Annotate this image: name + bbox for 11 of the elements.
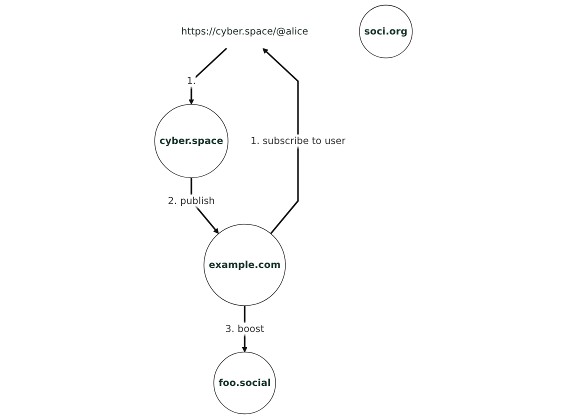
arrow [188, 48, 228, 105]
edge-label: 3. boost [225, 322, 264, 334]
edge-label: 2. publish [168, 194, 215, 207]
node-circle: soci.org [359, 4, 413, 58]
node-circle: foo.social [213, 352, 276, 414]
node-circle: cyber.space [154, 104, 228, 178]
edge-label: 1. [186, 75, 196, 87]
arrow [262, 48, 299, 234]
node-text: https://cyber.space/@alice [181, 26, 308, 38]
node-circle: example.com [204, 224, 286, 306]
edge-label: 1. subscribe to user [250, 135, 346, 147]
